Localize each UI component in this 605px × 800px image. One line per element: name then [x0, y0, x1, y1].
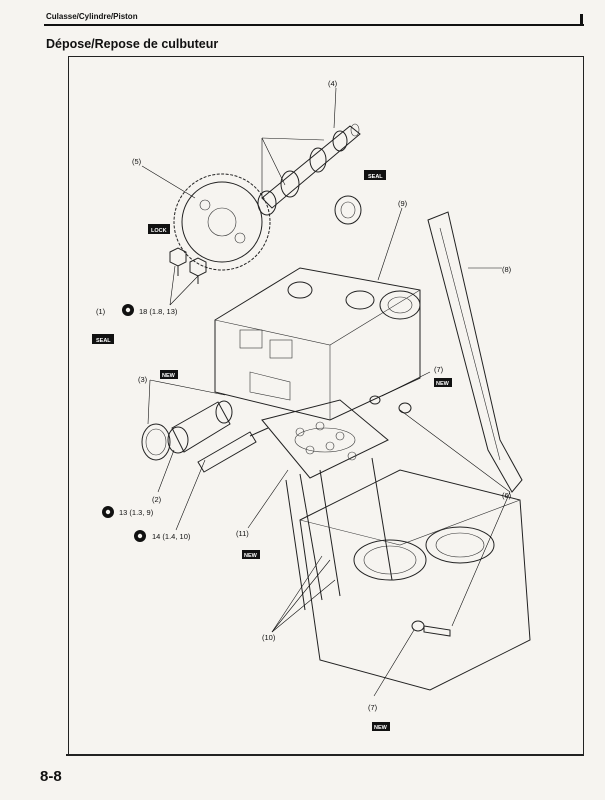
- sprocket-bolts: [169, 247, 207, 284]
- torque-icon-14: [134, 530, 146, 542]
- camshaft: [257, 123, 361, 216]
- diagram-frame: [68, 56, 584, 756]
- callout-9: (9): [398, 199, 408, 208]
- callout-3: (3): [138, 375, 148, 384]
- callout-7-upper: (7): [434, 365, 444, 374]
- callout-4: (4): [328, 79, 338, 88]
- callout-6: (6): [502, 491, 512, 500]
- svg-text:LOCK: LOCK: [151, 228, 167, 234]
- header-rule: [44, 24, 584, 26]
- torque-13: 13 (1.3, 9): [119, 508, 154, 517]
- new-tag-7: NEW: [434, 378, 452, 387]
- lock-tag: LOCK: [148, 224, 170, 234]
- new-tag-11: NEW: [242, 550, 260, 559]
- svg-text:NEW: NEW: [244, 553, 258, 559]
- svg-text:NEW: NEW: [162, 373, 176, 379]
- seal-tag-lower: SEAL: [92, 334, 114, 344]
- footer-rule: [66, 754, 584, 756]
- callout-1: (1): [96, 307, 106, 316]
- cam-sprocket: [173, 173, 271, 271]
- new-tag-7b: NEW: [372, 722, 390, 731]
- tappet-hole-cap: [141, 400, 233, 461]
- svg-text:SEAL: SEAL: [368, 174, 383, 180]
- cylinder-studs: [285, 457, 393, 611]
- seal-tag-upper: SEAL: [364, 170, 386, 180]
- cam-oil-seal: [334, 195, 362, 225]
- dowel-pins: [369, 395, 451, 637]
- spark-plug: [197, 427, 269, 473]
- page-number: 8-8: [40, 768, 62, 785]
- callout-8: (8): [502, 265, 512, 274]
- svg-text:SEAL: SEAL: [96, 338, 111, 344]
- leader-lines: [141, 87, 511, 697]
- torque-icon-18: [122, 304, 134, 316]
- page-title: Dépose/Repose de culbuteur: [46, 37, 219, 51]
- torque-icon-13: [102, 506, 114, 518]
- svg-text:NEW: NEW: [436, 381, 450, 387]
- cylinder-block: [299, 469, 531, 691]
- callout-11: (11): [236, 529, 249, 538]
- cylinder-head: [214, 267, 421, 421]
- new-tag-3: NEW: [160, 370, 178, 379]
- callout-2: (2): [152, 495, 162, 504]
- callout-7-lower: (7): [368, 703, 378, 712]
- header-tick: [580, 14, 583, 26]
- head-gasket: [261, 399, 389, 479]
- cam-chain-guide: [427, 211, 523, 493]
- svg-text:NEW: NEW: [374, 725, 388, 731]
- section-title: Culasse/Cylindre/Piston: [46, 12, 138, 21]
- torque-14: 14 (1.4, 10): [152, 532, 191, 541]
- torque-18: 18 (1.8, 13): [139, 307, 178, 316]
- callout-10: (10): [262, 633, 276, 642]
- callout-5: (5): [132, 157, 142, 166]
